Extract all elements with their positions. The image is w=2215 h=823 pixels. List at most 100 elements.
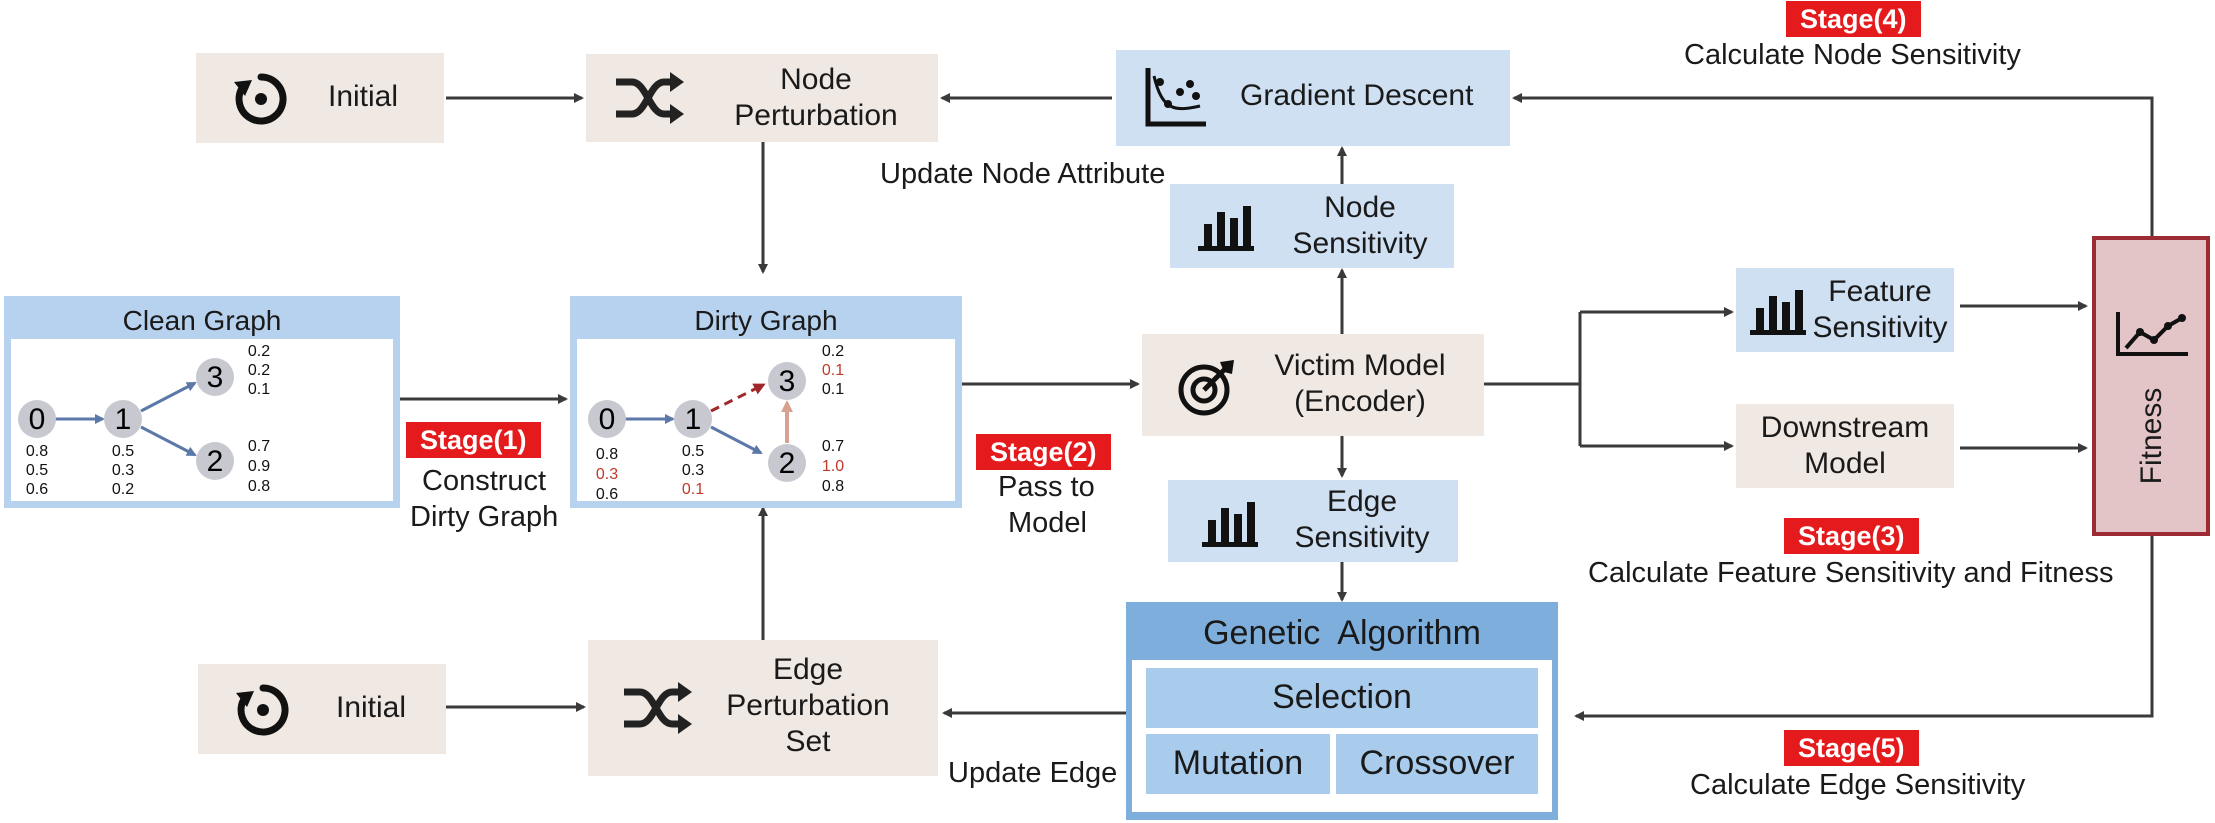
fitness-label: Fitness: [2135, 387, 2168, 485]
victim-model-line1: Victim Model: [1274, 349, 1446, 382]
clean-node-1: 1: [104, 400, 142, 438]
node-sensitivity-box: Node Sensitivity: [1170, 184, 1454, 268]
genetic-algorithm-panel: Genetic Algorithm Selection Mutation Cro…: [1126, 602, 1558, 820]
stage2-badge: Stage(2): [976, 434, 1111, 470]
downstream-model-line2: Model: [1804, 447, 1886, 480]
clean-n1-f1: 0.5: [112, 443, 134, 460]
dirty-n2-f3: 0.8: [822, 478, 844, 495]
node-perturbation-line1: Node: [780, 63, 852, 96]
arrow-fitness-to-gradient: [1512, 93, 2154, 236]
clean-n2-f2: 0.9: [248, 458, 270, 475]
edge-perturbation-box: Edge Perturbation Set: [588, 640, 938, 776]
reset-icon: [234, 73, 287, 125]
dirty-n1-f3: 0.1: [682, 481, 704, 498]
svg-text:2: 2: [779, 447, 796, 480]
scatter-chart-icon: [1145, 68, 1206, 127]
dirty-n3-f1: 0.2: [822, 343, 844, 360]
dirty-n0-f1: 0.8: [596, 446, 618, 463]
line-chart-icon: [2116, 312, 2188, 356]
dirty-n0-f2: 0.3: [596, 466, 618, 483]
feature-sensitivity-line2: Sensitivity: [1812, 311, 1948, 344]
feature-sensitivity-box: Feature Sensitivity: [1736, 268, 1954, 352]
clean-n2-f1: 0.7: [248, 438, 270, 455]
clean-n0-f3: 0.6: [26, 481, 48, 498]
feature-sensitivity-line1: Feature: [1828, 275, 1932, 308]
dirty-node-0: 0: [588, 400, 626, 438]
gradient-descent-label: Gradient Descent: [1240, 79, 1474, 112]
clean-n1-f2: 0.3: [112, 462, 134, 479]
dirty-graph-title: Dirty Graph: [577, 303, 955, 339]
clean-edge-1-3: [140, 381, 197, 413]
svg-text:1: 1: [115, 403, 132, 436]
initial-label-bottom: Initial: [336, 691, 407, 724]
stage4-caption: Calculate Node Sensitivity: [1684, 39, 2021, 71]
pass-note-line2: Model: [1008, 507, 1087, 539]
dirty-graph-canvas: 0 1 3 2 0.8 0.3 0.6 0.5 0.3 0.1 0.2 0.1 …: [588, 343, 844, 501]
clean-node-0: 0: [18, 400, 56, 438]
dirty-edge-1-2: [710, 425, 763, 455]
crossover-block: Crossover: [1336, 734, 1538, 794]
shuffle-icon: [624, 682, 692, 734]
clean-n3-f3: 0.1: [248, 381, 270, 398]
stage5-caption: Calculate Edge Sensitivity: [1690, 769, 2026, 801]
stage4-badge: Stage(4): [1786, 1, 1921, 37]
selection-block: Selection: [1146, 668, 1538, 728]
gradient-descent-box: Gradient Descent: [1116, 50, 1510, 146]
clean-n3-f2: 0.2: [248, 362, 270, 379]
stage3-caption: Calculate Feature Sensitivity and Fitnes…: [1588, 557, 2114, 589]
stage1-badge: Stage(1): [406, 422, 541, 458]
clean-n1-f3: 0.2: [112, 481, 134, 498]
dirty-node-1: 1: [674, 400, 712, 438]
construct-note-line1: Construct: [422, 465, 547, 497]
construct-note-line2: Dirty Graph: [410, 501, 559, 533]
arrow-fitness-to-ga: [1574, 536, 2154, 721]
clean-n3-f1: 0.2: [248, 343, 270, 360]
node-sensitivity-line1: Node: [1324, 191, 1396, 224]
clean-graph-title: Clean Graph: [11, 303, 393, 339]
dirty-node-2: 2: [768, 444, 806, 482]
svg-text:3: 3: [207, 361, 224, 394]
edge-sensitivity-line1: Edge: [1326, 485, 1398, 518]
stage5-badge: Stage(5): [1784, 730, 1919, 766]
dirty-graph-panel: Dirty Graph 0 1 3 2 0.8: [570, 296, 962, 508]
edge-sensitivity-line2: Sensitivity: [1294, 521, 1430, 554]
dirty-added-edge-1-3: [710, 383, 766, 413]
clean-n0-f1: 0.8: [26, 443, 48, 460]
svg-text:0: 0: [599, 403, 616, 436]
clean-node-3: 3: [196, 358, 234, 396]
clean-graph-canvas: 0 1 3 2 0.8 0.5 0.6 0.5 0.3 0.2 0.2 0.2 …: [18, 343, 270, 498]
update-edge-note: Update Edge: [948, 757, 1118, 789]
dirty-n0-f3: 0.6: [596, 486, 618, 501]
svg-text:0: 0: [29, 403, 46, 436]
reset-icon: [236, 684, 289, 736]
dirty-n2-f1: 0.7: [822, 438, 844, 455]
downstream-model-box: Downstream Model: [1736, 404, 1954, 488]
clean-node-2: 2: [196, 442, 234, 480]
pass-note-line1: Pass to: [998, 471, 1095, 503]
initial-box-top: Initial: [196, 53, 444, 143]
svg-text:2: 2: [207, 445, 224, 478]
update-node-attribute-note: Update Node Attribute: [880, 158, 1166, 190]
dirty-n1-f1: 0.5: [682, 443, 704, 460]
dirty-n1-f2: 0.3: [682, 462, 704, 479]
edge-perturbation-line1: Edge: [772, 653, 844, 686]
bar-chart-icon: [1750, 290, 1806, 335]
victim-model-line2: (Encoder): [1294, 385, 1426, 418]
edge-perturbation-line3: Set: [785, 725, 831, 758]
clean-graph-panel: Clean Graph 0 1 3 2 0.8 0.5 0.6 0.5 0.3 …: [4, 296, 400, 508]
mutation-block: Mutation: [1146, 734, 1330, 794]
initial-box-bottom: Initial: [198, 664, 446, 754]
svg-text:3: 3: [779, 365, 796, 398]
node-perturbation-line2: Perturbation: [734, 99, 898, 132]
dirty-n2-f2: 1.0: [822, 458, 844, 475]
fitness-box: Fitness: [2092, 236, 2210, 536]
genetic-algorithm-title: Genetic Algorithm: [1203, 614, 1481, 652]
downstream-model-line1: Downstream: [1760, 411, 1930, 444]
clean-edge-1-2: [140, 425, 197, 457]
edge-sensitivity-box: Edge Sensitivity: [1168, 480, 1458, 562]
node-sensitivity-line2: Sensitivity: [1292, 227, 1428, 260]
clean-n2-f3: 0.8: [248, 478, 270, 495]
edge-perturbation-line2: Perturbation: [726, 689, 890, 722]
clean-n0-f2: 0.5: [26, 462, 48, 479]
